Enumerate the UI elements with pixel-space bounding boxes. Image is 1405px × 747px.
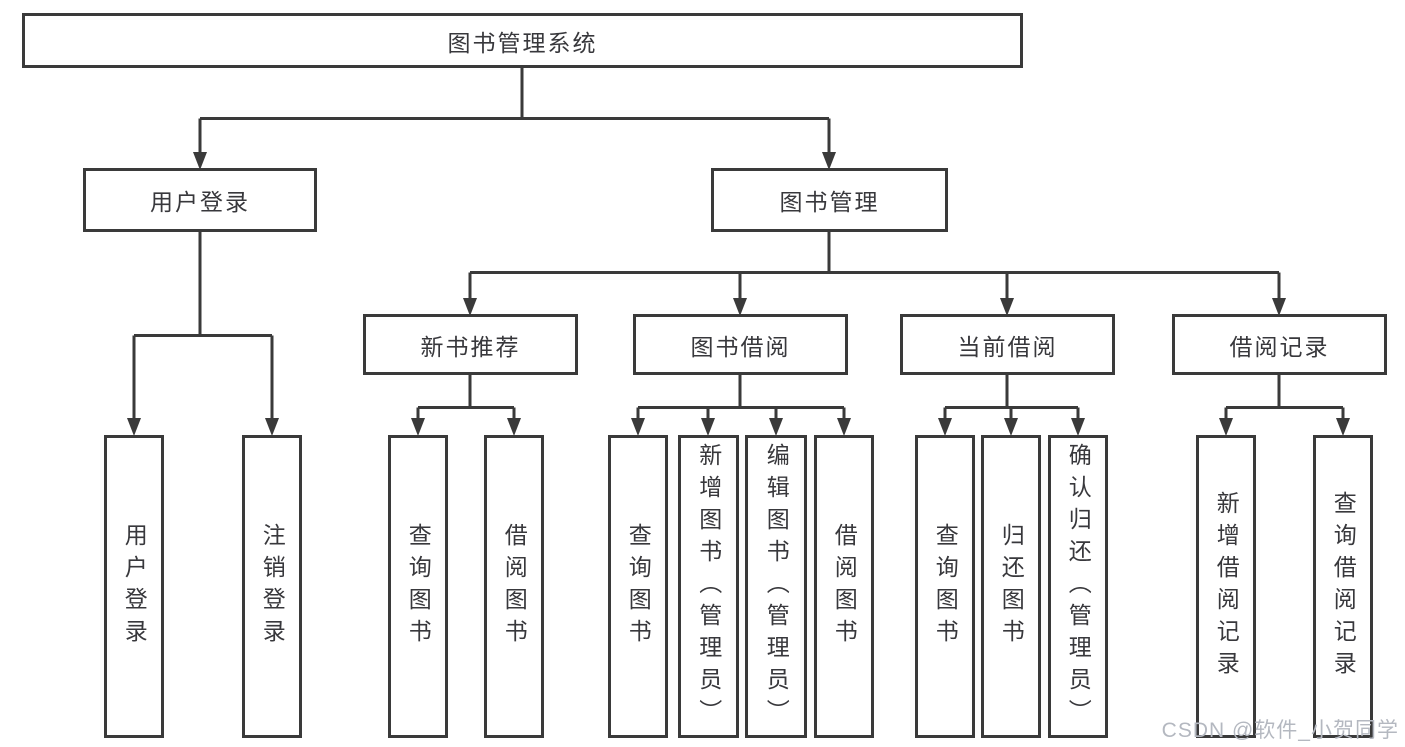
csdn-watermark: CSDN @软件_小贺同学 (1161, 719, 1399, 742)
arrowhead (1000, 298, 1014, 316)
leaf-borrow-books-2: 借阅图书 (814, 435, 874, 738)
leaf-logout: 注销登录 (242, 435, 302, 738)
connector-newbook-to-leaves (416, 374, 516, 420)
leaf-logout-label: 注销登录 (259, 522, 286, 651)
leaf-borrow-books-1-label: 借阅图书 (501, 522, 528, 651)
arrowhead (733, 298, 747, 316)
arrowheads (127, 152, 1350, 436)
leaf-user-login: 用户登录 (104, 435, 164, 738)
leaf-query-books-2-label: 查询图书 (625, 522, 652, 651)
leaf-confirm-return-admin: 确认归还（管理员） (1048, 435, 1108, 738)
leaf-borrow-books-2-label: 借阅图书 (831, 522, 858, 651)
leaf-edit-books-admin-label: 编辑图书（管理员） (763, 442, 790, 731)
arrowhead (1004, 418, 1018, 436)
leaf-query-books-1-label: 查询图书 (405, 522, 432, 651)
arrowhead (938, 418, 952, 436)
leaf-query-books-1: 查询图书 (388, 435, 448, 738)
node-user-login-label: 用户登录 (150, 189, 250, 215)
arrowhead (701, 418, 715, 436)
connector-root-to-level2 (198, 67, 831, 155)
arrowhead (127, 418, 141, 436)
node-root-label: 图书管理系统 (447, 29, 598, 56)
arrowhead (769, 418, 783, 436)
node-book-borrowing: 图书借阅 (633, 314, 848, 375)
connector-records-to-leaves (1224, 374, 1345, 420)
node-borrowing-records-label: 借阅记录 (1229, 333, 1330, 360)
arrowhead (1071, 418, 1085, 436)
leaf-add-books-admin: 新增图书（管理员） (678, 435, 739, 738)
node-new-book-recommend-label: 新书推荐 (420, 333, 521, 360)
arrowhead (411, 418, 425, 436)
leaf-query-books-3-label: 查询图书 (932, 522, 959, 651)
node-current-borrowing: 当前借阅 (900, 314, 1115, 375)
leaf-query-books-3: 查询图书 (915, 435, 975, 738)
node-book-borrowing-label: 图书借阅 (690, 333, 791, 360)
node-root: 图书管理系统 (22, 13, 1023, 68)
leaf-confirm-return-admin-label: 确认归还（管理员） (1065, 442, 1092, 731)
node-book-management-label: 图书管理 (779, 189, 880, 215)
node-book-management: 图书管理 (711, 168, 948, 232)
connector-userlogin-to-leaves (132, 231, 274, 420)
arrowhead (837, 418, 851, 436)
arrowhead (193, 152, 207, 170)
arrowhead (1272, 298, 1286, 316)
connector-borrow-to-leaves (636, 374, 846, 420)
leaf-query-borrow-record: 查询借阅记录 (1313, 435, 1373, 738)
leaf-return-books-label: 归还图书 (998, 522, 1025, 651)
leaf-borrow-books-1: 借阅图书 (484, 435, 544, 738)
leaf-edit-books-admin: 编辑图书（管理员） (745, 435, 807, 738)
node-borrowing-records: 借阅记录 (1172, 314, 1387, 375)
arrowhead (507, 418, 521, 436)
leaf-add-borrow-record-label: 新增借阅记录 (1213, 490, 1240, 683)
arrowhead (1336, 418, 1350, 436)
node-new-book-recommend: 新书推荐 (363, 314, 578, 375)
leaf-query-books-2: 查询图书 (608, 435, 668, 738)
connector-bookmgmt-to-sections (468, 231, 1281, 300)
arrowhead (631, 418, 645, 436)
connector-current-to-leaves (943, 374, 1080, 420)
node-user-login: 用户登录 (83, 168, 317, 232)
leaf-add-books-admin-label: 新增图书（管理员） (695, 442, 722, 731)
leaf-query-borrow-record-label: 查询借阅记录 (1330, 490, 1357, 683)
leaf-return-books: 归还图书 (981, 435, 1041, 738)
arrowhead (822, 152, 836, 170)
node-current-borrowing-label: 当前借阅 (957, 333, 1058, 360)
arrowhead (265, 418, 279, 436)
leaf-add-borrow-record: 新增借阅记录 (1196, 435, 1256, 738)
arrowhead (463, 298, 477, 316)
leaf-user-login-label: 用户登录 (121, 522, 148, 651)
arrowhead (1219, 418, 1233, 436)
